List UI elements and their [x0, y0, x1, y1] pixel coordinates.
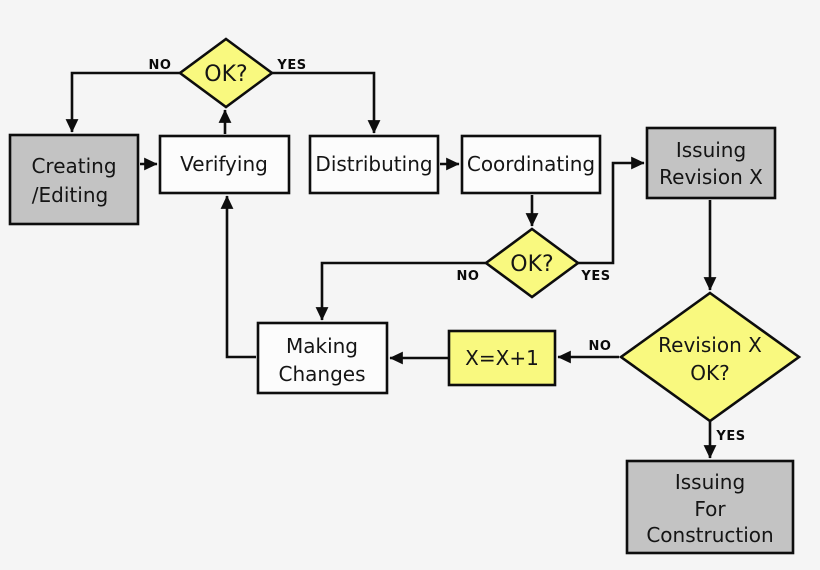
node-issuing-revision-x-label-line2: Revision X	[659, 165, 763, 189]
edge-label-no-2: NO	[457, 269, 480, 284]
node-coordinating-box	[460, 134, 602, 195]
node-distributing-box	[308, 134, 440, 195]
node-revision-x-ok-decision: Revision X OK?	[618, 291, 802, 423]
node-issuing-revision-x-box	[645, 126, 777, 200]
node-issuing-for-construction-label-line2: For	[694, 497, 726, 521]
edge-making-changes-to-verifying	[220, 195, 256, 359]
node-making-changes-label-line1: Making	[286, 334, 358, 358]
node-issuing-for-construction-label-line3: Construction	[646, 523, 773, 547]
node-x-increment-label: X=X+1	[465, 346, 539, 370]
node-x-increment: X=X+1	[447, 329, 557, 387]
node-issuing-revision-x-label-line1: Issuing	[676, 138, 746, 162]
node-creating-editing-label-line2: /Editing	[32, 183, 108, 207]
node-verifying-box	[158, 134, 291, 195]
node-ok2-label: OK?	[510, 252, 553, 277]
node-making-changes-box	[256, 321, 389, 395]
node-issuing-for-construction-label-line1: Issuing	[675, 470, 745, 494]
node-ok1-diamond	[177, 37, 275, 109]
edge-ok2-no-to-making-changes	[315, 261, 486, 321]
node-coordinating-label: Coordinating	[467, 152, 595, 176]
edge-label-yes-1: YES	[276, 58, 306, 73]
node-distributing: Distributing	[308, 134, 440, 195]
node-verifying-label: Verifying	[180, 152, 268, 176]
node-verifying: Verifying	[158, 134, 291, 195]
node-ok2-diamond	[483, 227, 581, 299]
node-creating-editing-label-line1: Creating	[31, 154, 116, 178]
node-issuing-revision-x: Issuing Revision X	[645, 126, 777, 200]
node-distributing-label: Distributing	[315, 152, 432, 176]
edge-label-yes-3: YES	[715, 429, 745, 444]
edge-label-no-1: NO	[149, 58, 172, 73]
node-making-changes: Making Changes	[256, 321, 389, 395]
node-issuing-for-construction: Issuing For Construction	[625, 459, 795, 555]
edge-label-no-3: NO	[589, 339, 612, 354]
node-ok1-label: OK?	[204, 62, 247, 87]
node-making-changes-label-line2: Changes	[279, 362, 366, 386]
node-ok1-decision: OK?	[177, 37, 275, 109]
edge-ok2-yes-to-issuing-revision-x	[578, 156, 645, 265]
edge-ok1-no-to-creating-editing	[65, 71, 180, 133]
node-x-increment-box	[447, 329, 557, 387]
edge-ok1-yes-to-distributing	[272, 71, 381, 134]
node-creating-editing: Creating /Editing	[8, 133, 140, 226]
node-revision-x-ok-diamond	[618, 291, 802, 423]
edge-label-yes-2: YES	[580, 269, 610, 284]
node-issuing-for-construction-box	[625, 459, 795, 555]
node-revision-x-ok-label-line1: Revision X	[658, 333, 762, 357]
node-coordinating: Coordinating	[460, 134, 602, 195]
node-creating-editing-box	[8, 133, 140, 226]
node-ok2-decision: OK?	[483, 227, 581, 299]
node-revision-x-ok-label-line2: OK?	[690, 361, 729, 385]
